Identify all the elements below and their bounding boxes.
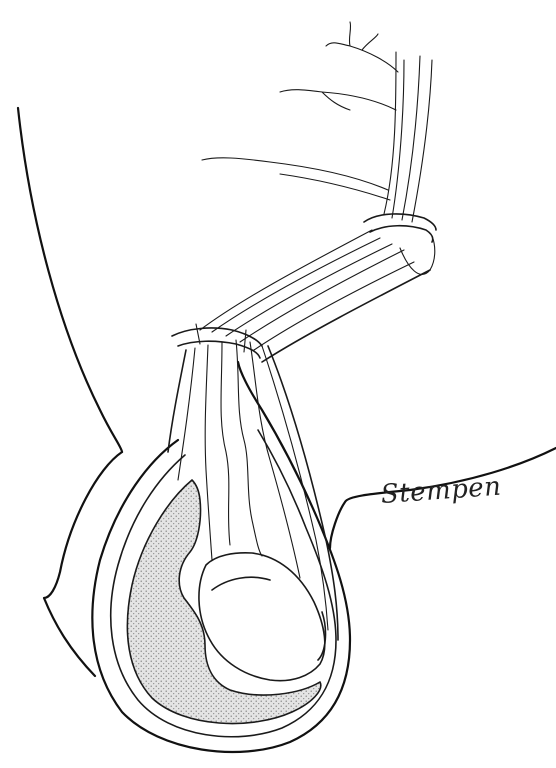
- body-contour-line: [18, 108, 122, 452]
- cord-vessel-2: [221, 342, 230, 545]
- cord-vessel-5: [178, 348, 195, 480]
- internal-ring-upper: [364, 214, 436, 230]
- internal-ring-lower: [370, 226, 433, 242]
- canal-line-3: [226, 244, 392, 336]
- thigh-contour-line: [44, 452, 122, 676]
- canal-outer-lower: [262, 270, 430, 362]
- cord-covering-left: [168, 350, 186, 452]
- upper-vessel-4: [384, 52, 396, 214]
- branch-top-fork-b: [362, 34, 378, 50]
- cord-vessel-1: [205, 345, 212, 560]
- branch-lower: [202, 158, 388, 190]
- upper-vessel-3: [412, 60, 432, 222]
- branch-top: [326, 43, 398, 72]
- branch-top-fork-a: [349, 22, 350, 46]
- cord-vessel-3: [236, 340, 262, 556]
- testis-body: [199, 553, 325, 681]
- branch-lower-2: [280, 174, 390, 200]
- canal-line-5: [254, 262, 414, 350]
- internal-ring-loop: [400, 236, 435, 274]
- external-ring-lower: [178, 341, 260, 358]
- canal-line-2: [212, 238, 380, 332]
- branch-middle: [280, 90, 396, 110]
